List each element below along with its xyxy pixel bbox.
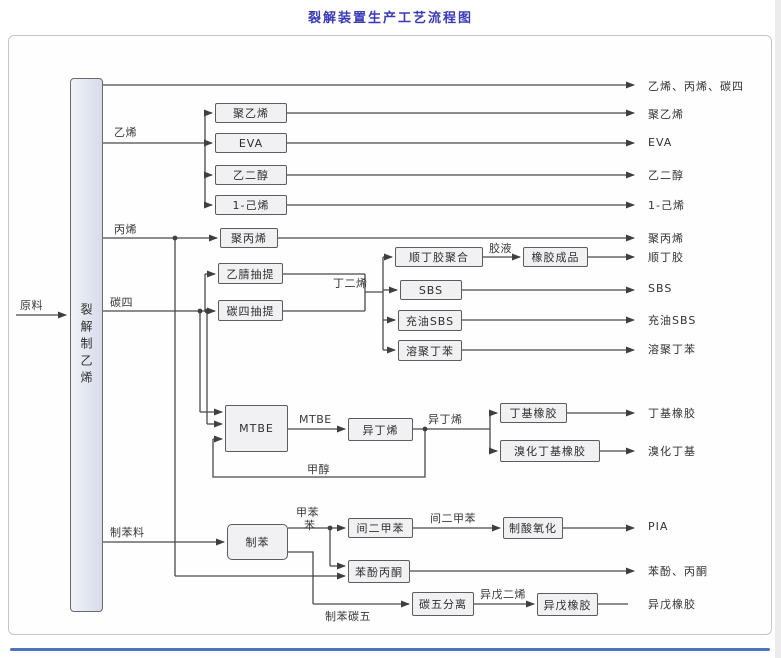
diagram-title: 裂解装置生产工艺流程图	[307, 11, 473, 26]
propylene-branch-lines	[103, 234, 635, 580]
label-propylene: 丙烯	[114, 223, 137, 236]
node-polypropylene: 聚丙烯	[220, 228, 278, 248]
node-polyethylene: 聚乙烯	[215, 103, 287, 123]
c4-branch-lines	[103, 253, 398, 428]
bottom-accent-line	[10, 648, 770, 651]
output-br: 顺丁胶	[648, 251, 684, 264]
output-ssbr: 溶聚丁苯	[648, 343, 696, 356]
label-c4: 碳四	[110, 296, 133, 309]
output-eva: EVA	[648, 136, 673, 149]
label-benzene-c5: 制苯碳五	[325, 610, 371, 623]
output-sbs: SBS	[648, 282, 673, 295]
node-mtbe-unit: MTBE	[225, 405, 288, 452]
node-rubber-product: 橡胶成品	[523, 247, 588, 267]
butadiene-product-lines	[462, 253, 635, 354]
label-benzene: 苯	[304, 519, 316, 532]
output-meg: 乙二醇	[648, 169, 684, 182]
label-isobutylene: 异丁烯	[428, 413, 463, 426]
output-hexene: 1-己烯	[648, 199, 685, 212]
ethylene-branch-lines	[103, 81, 635, 209]
node-oxidation-unit: 制酸氧化	[503, 517, 563, 539]
output-pe: 聚乙烯	[648, 108, 684, 121]
label-butadiene: 丁二烯	[333, 277, 368, 290]
node-ssbr: 溶聚丁苯	[398, 340, 462, 361]
node-eva: EVA	[215, 133, 287, 153]
label-feed: 原料	[20, 299, 43, 312]
output-butyl: 丁基橡胶	[648, 407, 696, 420]
label-benzene-feed: 制苯料	[110, 526, 145, 539]
output-pp: 聚丙烯	[648, 232, 684, 245]
junction-dots	[172, 235, 428, 531]
right-edge-strip	[775, 0, 781, 658]
node-phenol-acetone: 苯酚丙酮	[348, 560, 410, 583]
node-bromobutyl-rubber: 溴化丁基橡胶	[500, 440, 600, 462]
node-hexene: 1-己烯	[215, 195, 287, 215]
node-sbs: SBS	[400, 280, 462, 300]
node-benzene-unit: 制苯	[227, 524, 288, 560]
node-m-xylene-unit: 间二甲苯	[348, 518, 413, 538]
node-cracker-label: 裂解制乙烯	[79, 302, 93, 388]
label-mtbe: MTBE	[299, 413, 332, 426]
node-butyl-rubber: 丁基橡胶	[500, 403, 567, 423]
output-pia: PIA	[648, 520, 669, 533]
node-cracker-unit: 裂解制乙烯	[70, 78, 103, 612]
label-methanol: 甲醇	[307, 463, 330, 476]
label-glue: 胶液	[489, 242, 512, 255]
label-toluene: 甲苯	[296, 506, 319, 519]
node-oil-sbs: 充油SBS	[398, 310, 462, 331]
output-mix: 乙烯、丙烯、碳四	[648, 80, 744, 93]
node-acn-extraction: 乙腈抽提	[218, 263, 283, 284]
label-isoprene: 异戊二烯	[480, 588, 526, 601]
node-isobutylene-unit: 异丁烯	[348, 418, 413, 441]
output-ir: 异戊橡胶	[648, 598, 696, 611]
node-c5-separation: 碳五分离	[412, 592, 474, 616]
output-bromobutyl: 溴化丁基	[648, 445, 696, 458]
node-meg: 乙二醇	[215, 165, 287, 185]
node-c4-extraction: 碳四抽提	[218, 300, 283, 321]
output-phenol-acetone: 苯酚、丙酮	[648, 565, 708, 578]
benzene-section-lines	[103, 524, 635, 608]
label-m-xylene: 间二甲苯	[430, 512, 476, 525]
output-oil-sbs: 充油SBS	[648, 314, 697, 327]
label-ethylene: 乙烯	[114, 126, 137, 139]
node-br-polymerization: 顺丁胶聚合	[395, 247, 483, 267]
node-isoprene-rubber: 异戊橡胶	[537, 593, 598, 616]
